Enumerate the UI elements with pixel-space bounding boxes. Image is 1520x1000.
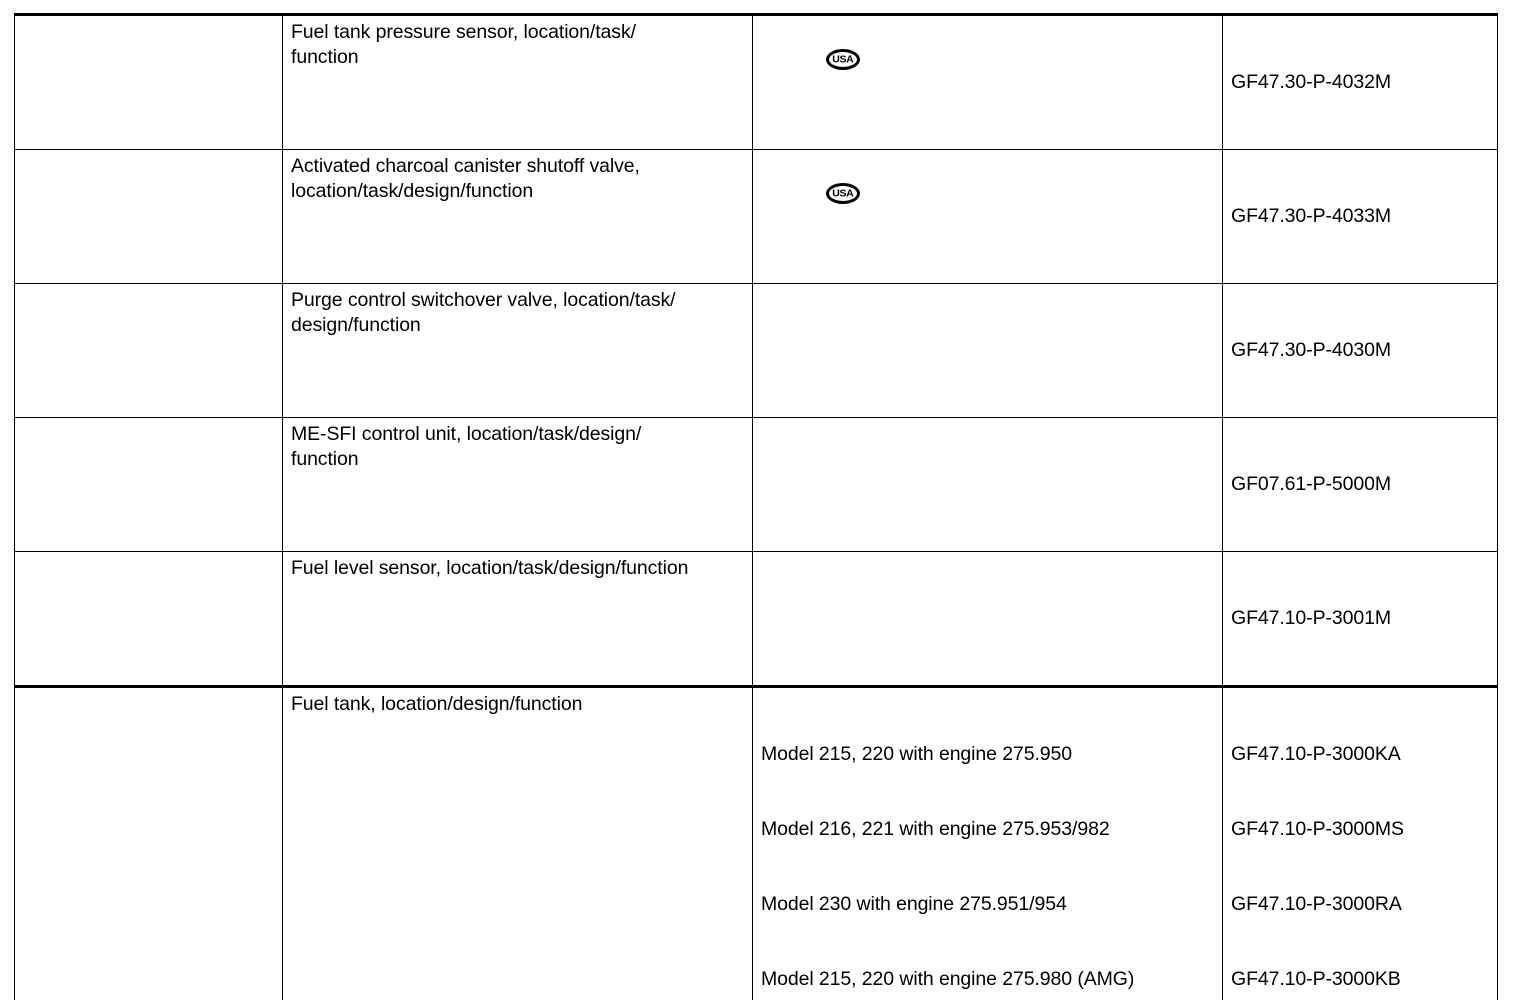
row-description-text: Fuel level sensor, location/task/design/… xyxy=(283,552,752,585)
document-page: Fuel tank pressure sensor, location/task… xyxy=(0,0,1520,500)
note-line: Model 215, 220 with engine 275.980 (AMG) xyxy=(761,967,1215,992)
row-reference-cell: GF47.10-P-3000KA GF47.10-P-3000MS GF47.1… xyxy=(1223,687,1498,1000)
reference-code: GF47.10-P-3000KA xyxy=(1231,742,1490,767)
row-index-cell xyxy=(15,15,283,150)
row-reference-cell: GF07.61-P-5000M xyxy=(1223,418,1498,552)
reference-code: GF47.30-P-4033M xyxy=(1231,204,1490,229)
reference-code: GF47.10-P-3000MS xyxy=(1231,817,1490,842)
table-row: Fuel tank, location/design/function Mode… xyxy=(15,687,1498,1000)
reference-wrap: GF47.30-P-4033M xyxy=(1223,150,1497,283)
reference-code: GF47.30-P-4030M xyxy=(1231,338,1490,363)
notes-wrap xyxy=(753,418,1222,426)
row-index-cell xyxy=(15,284,283,418)
row-reference-cell: GF47.30-P-4033M xyxy=(1223,150,1498,284)
table-row: Fuel level sensor, location/task/design/… xyxy=(15,552,1498,687)
table-row: Purge control switchover valve, location… xyxy=(15,284,1498,418)
notes-wrap xyxy=(753,284,1222,292)
row-description-cell: ME-SFI control unit, location/task/desig… xyxy=(283,418,753,552)
row-description-cell: Fuel level sensor, location/task/design/… xyxy=(283,552,753,687)
row-index-cell xyxy=(15,418,283,552)
row-description-text: Fuel tank pressure sensor, location/task… xyxy=(283,16,752,74)
reference-code: GF47.10-P-3001M xyxy=(1231,606,1490,631)
reference-wrap: GF07.61-P-5000M xyxy=(1223,418,1497,551)
row-notes-cell: Model 215, 220 with engine 275.950 Model… xyxy=(753,687,1223,1000)
reference-code: GF07.61-P-5000M xyxy=(1231,472,1490,497)
reference-wrap: GF47.10-P-3001M xyxy=(1223,552,1497,685)
row-index-cell xyxy=(15,150,283,284)
notes-wrap xyxy=(753,552,1222,560)
row-description-cell: Fuel tank pressure sensor, location/task… xyxy=(283,15,753,150)
reference-code: GF47.10-P-3000KB xyxy=(1231,967,1490,992)
row-reference-cell: GF47.30-P-4030M xyxy=(1223,284,1498,418)
note-line: Model 230 with engine 275.951/954 xyxy=(761,892,1215,917)
row-index-text xyxy=(15,688,282,708)
row-index-text xyxy=(15,418,282,438)
row-reference-cell: GF47.10-P-3001M xyxy=(1223,552,1498,687)
notes-wrap: Model 215, 220 with engine 275.950 Model… xyxy=(753,688,1222,1000)
reference-wrap: GF47.30-P-4030M xyxy=(1223,284,1497,417)
row-index-text xyxy=(15,552,282,572)
row-description-text: ME-SFI control unit, location/task/desig… xyxy=(283,418,752,476)
row-description-text: Purge control switchover valve, location… xyxy=(283,284,752,342)
row-index-text xyxy=(15,16,282,36)
row-description-cell: Activated charcoal canister shutoff valv… xyxy=(283,150,753,284)
reference-wrap: GF47.10-P-3000KA GF47.10-P-3000MS GF47.1… xyxy=(1223,688,1497,1000)
row-index-text xyxy=(15,150,282,170)
row-description-cell: Fuel tank, location/design/function xyxy=(283,687,753,1000)
row-index-text xyxy=(15,284,282,304)
row-description-text: Activated charcoal canister shutoff valv… xyxy=(283,150,752,208)
row-description-cell: Purge control switchover valve, location… xyxy=(283,284,753,418)
row-notes-cell xyxy=(753,552,1223,687)
notes-wrap: USA xyxy=(753,16,1222,106)
reference-code: GF47.10-P-3000RA xyxy=(1231,892,1490,917)
row-notes-cell: USA xyxy=(753,15,1223,150)
usa-oval-icon: USA xyxy=(826,183,860,204)
note-line: Model 215, 220 with engine 275.950 xyxy=(761,742,1215,767)
row-index-cell xyxy=(15,552,283,687)
table-body: Fuel tank pressure sensor, location/task… xyxy=(15,15,1498,1000)
row-reference-cell: GF47.30-P-4032M xyxy=(1223,15,1498,150)
usa-badge-label: USA xyxy=(829,188,857,199)
table-row: ME-SFI control unit, location/task/desig… xyxy=(15,418,1498,552)
notes-wrap: USA xyxy=(753,150,1222,240)
note-line: Model 216, 221 with engine 275.953/982 xyxy=(761,817,1215,842)
table-row: Fuel tank pressure sensor, location/task… xyxy=(15,15,1498,150)
row-description-text: Fuel tank, location/design/function xyxy=(283,688,752,721)
reference-wrap: GF47.30-P-4032M xyxy=(1223,16,1497,149)
row-index-cell xyxy=(15,687,283,1000)
table-row: Activated charcoal canister shutoff valv… xyxy=(15,150,1498,284)
row-notes-cell xyxy=(753,418,1223,552)
row-notes-cell xyxy=(753,284,1223,418)
usa-badge-label: USA xyxy=(829,54,857,65)
reference-code: GF47.30-P-4032M xyxy=(1231,70,1490,95)
row-notes-cell: USA xyxy=(753,150,1223,284)
usa-oval-icon: USA xyxy=(826,49,860,70)
reference-table: Fuel tank pressure sensor, location/task… xyxy=(14,13,1498,1000)
